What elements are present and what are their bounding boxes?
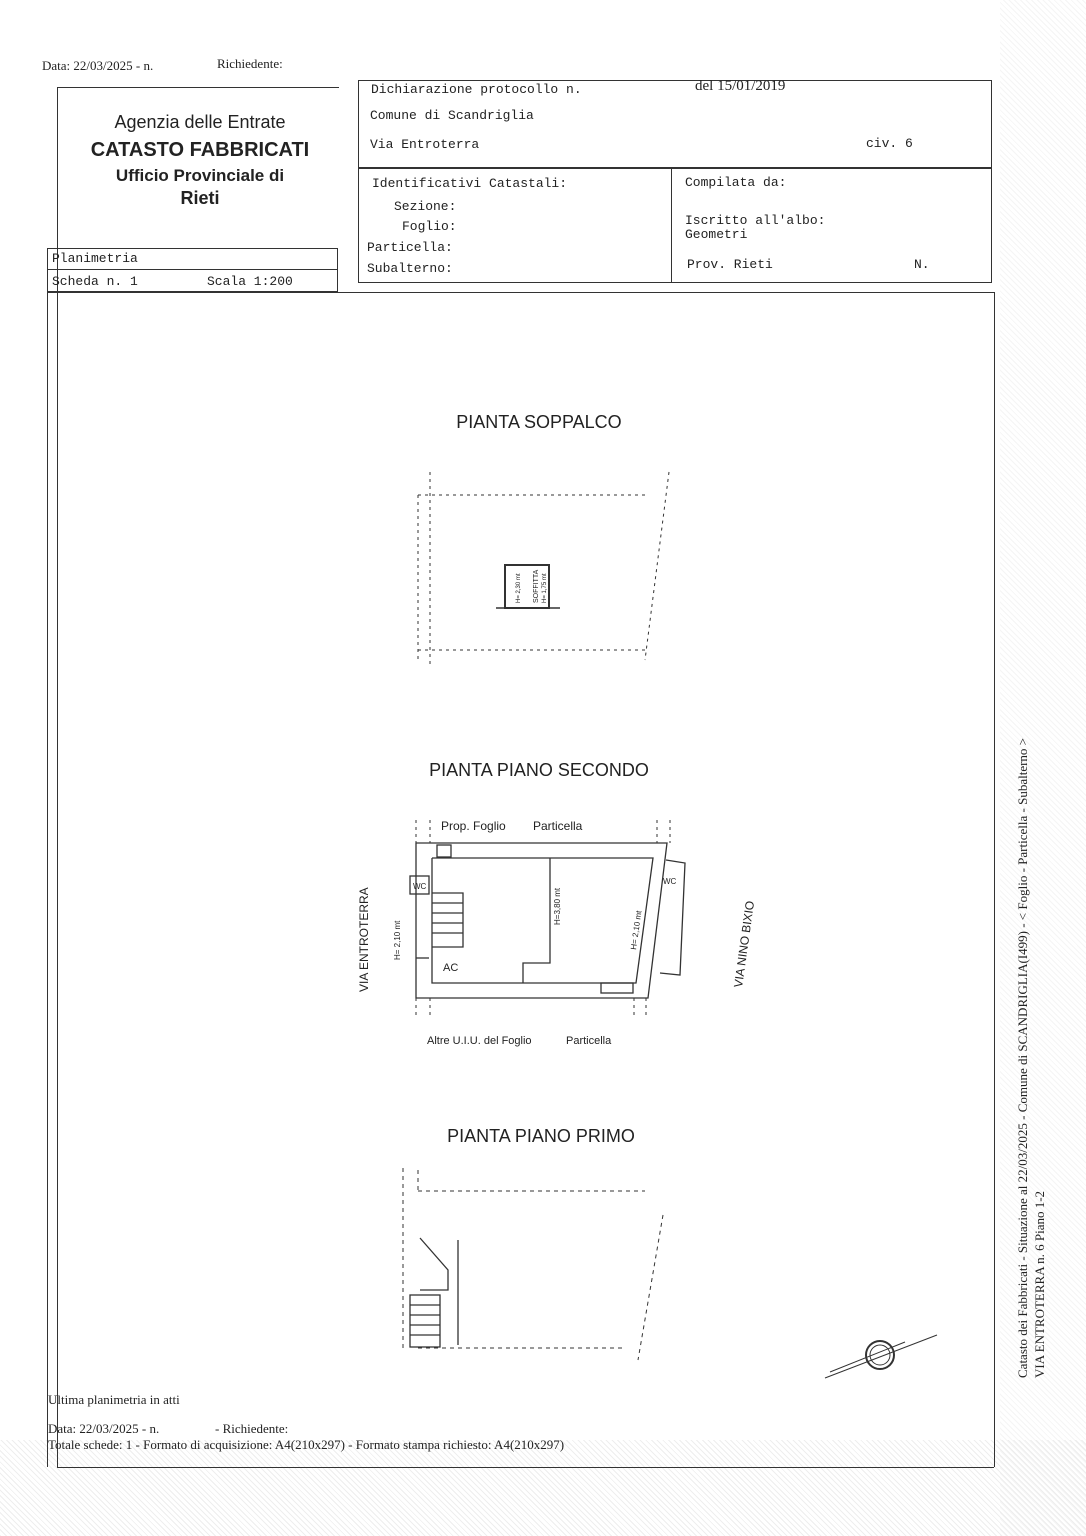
civic-number: civ. 6 xyxy=(866,136,913,151)
foglio-label: Foglio: xyxy=(402,219,457,234)
prop-particella-label: Particella xyxy=(533,819,583,833)
header-date: Data: 22/03/2025 - n. xyxy=(42,58,154,73)
secondo-title: PIANTA PIANO SECONDO xyxy=(429,760,649,780)
footer-date: Data: 22/03/2025 - n. xyxy=(48,1421,160,1436)
prop-foglio-label: Prop. Foglio xyxy=(441,819,506,833)
soppalco-room-label: SOFFITTA xyxy=(533,569,540,603)
height-mid: H=3,80 mt xyxy=(553,887,562,925)
frame-top xyxy=(57,87,339,88)
frame-left-2 xyxy=(47,292,48,1467)
wc-label-left: WC xyxy=(413,882,427,891)
primo-boundary xyxy=(402,1168,664,1361)
identifiers-divider xyxy=(671,168,672,283)
other-particella-label: Particella xyxy=(566,1035,612,1047)
protocol-date: del 15/01/2019 xyxy=(695,78,786,94)
particella-label: Particella: xyxy=(367,240,453,255)
sheet-box xyxy=(47,248,338,292)
identifiers-box xyxy=(358,168,992,283)
other-units-label: Altre U.I.U. del Foglio xyxy=(427,1035,532,1047)
street-right-label: VIA NINO BIXIO xyxy=(731,900,757,988)
planimetria-label: Planimetria xyxy=(52,251,138,266)
comune: Comune di Scandriglia xyxy=(370,108,534,123)
footer-totals: Totale schede: 1 - Formato di acquisizio… xyxy=(48,1437,565,1452)
scheda-label: Scheda n. 1 xyxy=(52,274,138,289)
height-left: H= 2,10 mt xyxy=(393,920,402,960)
soppalco-height-1: H= 2,30 mt xyxy=(516,573,522,603)
street-left-label: VIA ENTROTERRA xyxy=(357,887,371,992)
register-number: N. xyxy=(914,257,930,272)
street: Via Entroterra xyxy=(370,137,480,152)
scan-noise xyxy=(1000,0,1086,1536)
side-address-text: VIA ENTROTERRA n. 6 Piano 1-2 xyxy=(1032,1190,1047,1378)
soppalco-height-2: H= 1,75 mt xyxy=(542,573,548,603)
protocol-number: Dichiarazione protocollo n. xyxy=(371,82,582,97)
header-requester: Richiedente: xyxy=(217,56,283,71)
primo-title: PIANTA PIANO PRIMO xyxy=(447,1126,635,1146)
last-plan-note: Ultima planimetria in atti xyxy=(48,1392,180,1407)
soppalco-room xyxy=(496,564,560,609)
wc-label-right: WC xyxy=(663,877,677,886)
north-arrow-icon xyxy=(824,1334,938,1379)
sheet-divider xyxy=(47,269,338,270)
frame-right xyxy=(994,292,995,1467)
frame-under-header xyxy=(47,292,995,293)
subalterno-label: Subalterno: xyxy=(367,261,453,276)
agency-block: Agenzia delle Entrate CATASTO FABBRICATI… xyxy=(60,112,340,209)
secondo-boundary xyxy=(415,820,671,1015)
secondo-walls xyxy=(409,842,686,999)
register-value: Geometri xyxy=(685,227,748,242)
frame-left xyxy=(57,87,58,1467)
agency-name: Agenzia delle Entrate xyxy=(114,112,286,132)
scan-noise xyxy=(0,1440,1086,1536)
soppalco-title: PIANTA SOPPALCO xyxy=(456,412,621,432)
identifiers-title: Identificativi Catastali: xyxy=(372,176,568,191)
sezione-label: Sezione: xyxy=(394,199,457,214)
declaration-box xyxy=(358,80,992,168)
office-label: Ufficio Provinciale di xyxy=(115,166,285,185)
scala-label: Scala 1:200 xyxy=(207,274,293,289)
office-city: Rieti xyxy=(180,188,220,208)
register-label: Iscritto all'albo: xyxy=(685,213,826,228)
soppalco-outline xyxy=(417,471,670,665)
ac-label: AC xyxy=(443,962,458,974)
side-status-text: Catasto dei Fabbricati - Situazione al 2… xyxy=(1015,738,1030,1378)
footer-requester: - Richiedente: xyxy=(215,1421,289,1436)
catasto-title: CATASTO FABBRICATI xyxy=(90,139,310,161)
primo-stairs xyxy=(409,1237,459,1348)
province: Prov. Rieti xyxy=(687,257,773,272)
compiler-title: Compilata da: xyxy=(685,175,787,190)
frame-bottom xyxy=(57,1467,994,1468)
